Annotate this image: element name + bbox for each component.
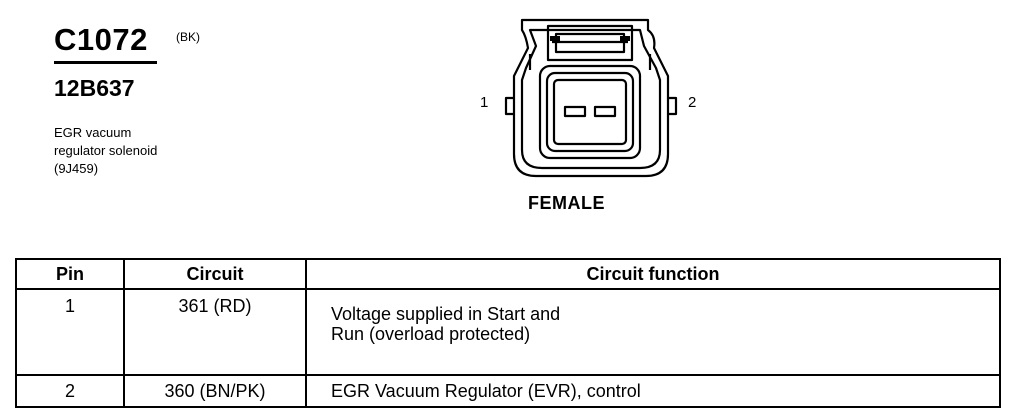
- circuit-cell: 361 (RD): [123, 288, 307, 376]
- cavity-inner: [552, 78, 628, 146]
- connector-color: (BK): [176, 30, 200, 44]
- connector-face-diagram: 1 2: [480, 18, 696, 178]
- description-line: regulator solenoid: [54, 143, 158, 158]
- pin-cell: 2: [15, 374, 125, 408]
- side-key-left: [504, 96, 514, 116]
- table-row: 2 360 (BN/PK) EGR Vacuum Regulator (EVR)…: [15, 374, 1001, 408]
- function-line: Run (overload protected): [331, 324, 531, 344]
- header-circuit-function: Circuit function: [305, 258, 1001, 290]
- latch-tab: [546, 24, 634, 62]
- terminal-2: [593, 105, 617, 118]
- latch-notch-left: [550, 36, 560, 41]
- description-line: EGR vacuum: [54, 125, 132, 140]
- header-pin: Pin: [15, 258, 125, 290]
- pin-cell: 1: [15, 288, 125, 376]
- connector-id: C1072: [54, 22, 148, 57]
- connector-id-underline: [54, 61, 157, 64]
- housing-shoulder: [528, 54, 652, 70]
- circuit-cell: 360 (BN/PK): [123, 374, 307, 408]
- function-line: Voltage supplied in Start and: [331, 304, 561, 324]
- latch-notch-right: [620, 36, 630, 41]
- cavity-middle: [545, 71, 635, 153]
- housing-outer: [512, 18, 670, 178]
- pin-label-1: 1: [480, 94, 488, 111]
- pin-label-2: 2: [688, 94, 696, 111]
- function-line: EGR Vacuum Regulator (EVR), control: [331, 380, 641, 401]
- cavity-outer: [538, 64, 642, 160]
- housing-inner: [520, 28, 662, 170]
- description-line: (9J459): [54, 161, 99, 176]
- pinout-table: Pin Circuit Circuit function 1 361 (RD) …: [15, 258, 1001, 408]
- connector-gender: FEMALE: [528, 193, 605, 213]
- terminal-1: [563, 105, 587, 118]
- part-number: 12B637: [54, 75, 135, 101]
- header-circuit: Circuit: [123, 258, 307, 290]
- function-cell: EGR Vacuum Regulator (EVR), control: [305, 374, 1001, 408]
- component-description: EGR vacuum regulator solenoid (9J459): [54, 124, 157, 178]
- side-key-right: [668, 96, 678, 116]
- table-header-row: Pin Circuit Circuit function: [15, 258, 1001, 290]
- function-cell: Voltage supplied in Start and Run (overl…: [305, 288, 1001, 376]
- latch-tab-inner: [554, 32, 626, 54]
- table-row: 1 361 (RD) Voltage supplied in Start and…: [15, 288, 1001, 376]
